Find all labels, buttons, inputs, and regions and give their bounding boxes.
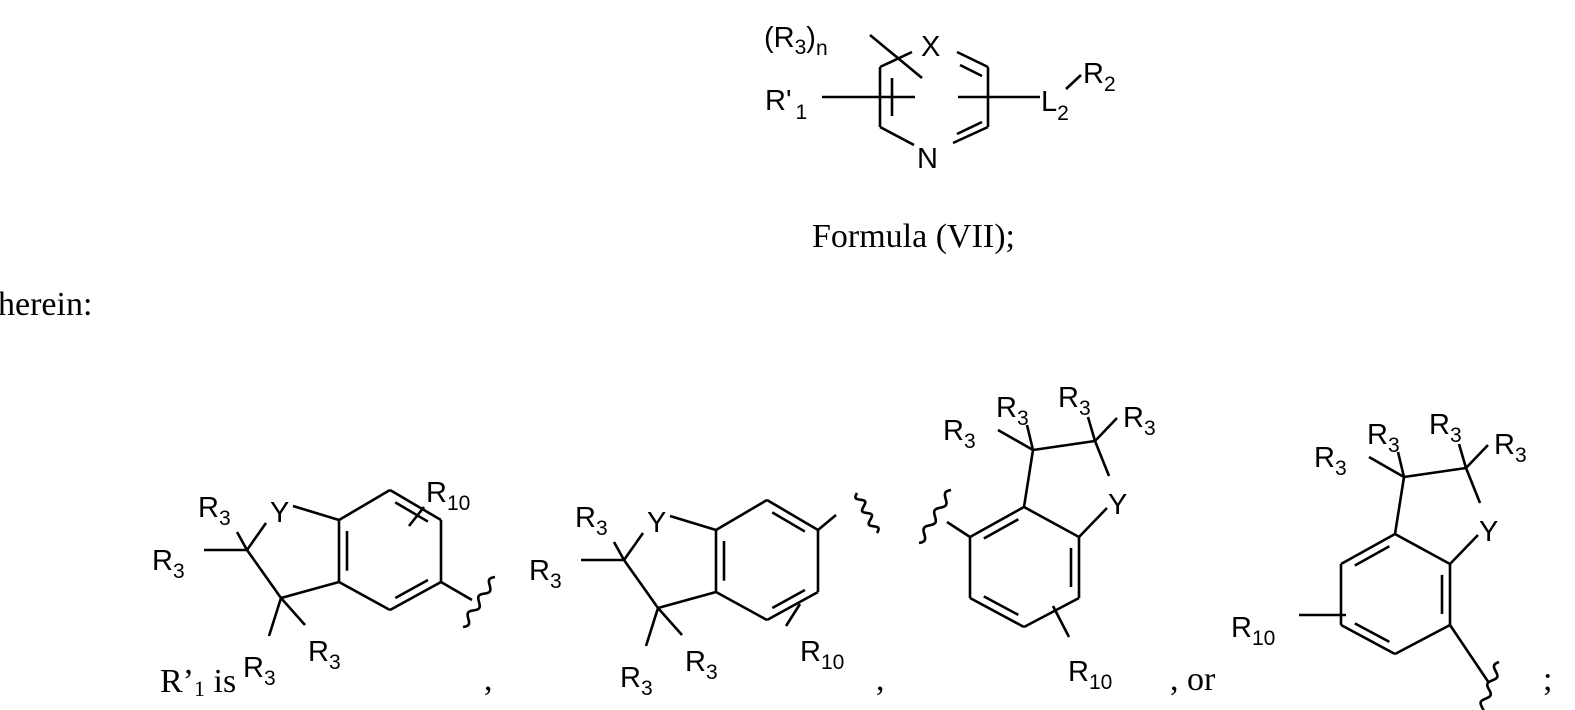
formula-vii-structure: (R3)n X R'1 N L2 R2	[764, 22, 1116, 175]
r-label: R3	[1123, 402, 1156, 440]
formula-caption: Formula (VII);	[812, 218, 1015, 255]
bond-line	[1053, 606, 1069, 637]
wavy-attachment-icon	[919, 490, 951, 543]
r-label: R3	[1367, 419, 1400, 457]
r1-option-structure-1: YR3R3R3R3R10	[152, 477, 495, 690]
y-atom-label: Y	[647, 507, 666, 539]
bond-line	[339, 582, 390, 610]
y-atom-label: Y	[1479, 516, 1498, 548]
bond-line	[1033, 441, 1095, 450]
r-label: R3	[1429, 409, 1462, 447]
bond-line	[1024, 598, 1079, 627]
bond-line	[984, 519, 1019, 538]
bond-line	[247, 550, 281, 598]
bond-line	[1450, 535, 1478, 564]
r1-option-structure-4: YR3R3R3R3R10	[1231, 409, 1527, 710]
wavy-attachment-icon	[855, 493, 878, 533]
r-label: R3	[575, 502, 608, 540]
separator-comma-1: ,	[484, 661, 493, 698]
end-semicolon: ;	[1543, 661, 1552, 698]
r1-option-structure-2: YR3R3R3R3R10	[529, 493, 879, 700]
r-label: R3	[943, 415, 976, 453]
r10-label: R10	[1231, 612, 1275, 650]
bond-line	[1079, 508, 1107, 537]
bond-line	[670, 516, 716, 530]
bond-line	[395, 502, 428, 521]
bond-line	[658, 592, 716, 608]
bond-line	[1355, 546, 1390, 565]
l2-label: L2	[1041, 86, 1069, 125]
wherein-text: herein:	[0, 286, 92, 323]
bond-line	[395, 580, 428, 598]
bond-line	[658, 608, 682, 635]
bond-line	[1466, 445, 1488, 468]
bond-line	[339, 490, 390, 520]
bond-line	[716, 592, 767, 620]
bond-line	[293, 506, 339, 520]
r-label: R3	[198, 492, 231, 530]
bond-line	[269, 598, 281, 636]
bond-line	[1088, 417, 1095, 441]
r-label: R3	[243, 652, 276, 690]
bond-line	[818, 515, 836, 530]
separator-or: , or	[1170, 661, 1216, 698]
bond-line	[1395, 625, 1450, 654]
bond-line	[1450, 625, 1489, 683]
bond-line	[1459, 444, 1466, 468]
r1-is-text: R’1 is	[160, 663, 236, 701]
bond-line	[1024, 450, 1033, 507]
bond-line	[624, 560, 658, 608]
r-label: R3	[152, 545, 185, 583]
bond-line	[1404, 468, 1466, 477]
y-atom-label: Y	[270, 497, 289, 529]
bond-line	[281, 582, 339, 598]
r-label: R3	[308, 636, 341, 674]
bond-line	[1095, 418, 1117, 441]
r1-option-structure-3: YR3R3R3R3R10	[919, 382, 1156, 694]
y-atom-label: Y	[1108, 489, 1127, 521]
bond-line	[237, 532, 247, 550]
wavy-attachment-icon	[463, 577, 495, 627]
r10-label: R10	[800, 636, 844, 674]
bond-line	[614, 542, 624, 560]
bond-line	[1095, 441, 1109, 476]
bond-line	[441, 582, 472, 600]
bond-line	[772, 512, 805, 531]
r-label: R3	[1494, 429, 1527, 467]
r-label: R3	[529, 555, 562, 593]
bond-line	[624, 533, 643, 560]
bond-line	[1395, 534, 1450, 564]
bond-line	[1355, 623, 1390, 642]
bond-line	[1395, 477, 1404, 534]
bond-line	[646, 608, 658, 646]
bond-line	[1466, 468, 1480, 503]
r2-label: R2	[1083, 58, 1116, 96]
bond-line	[716, 500, 767, 530]
x-atom-label: X	[921, 31, 940, 63]
separator-comma-2: ,	[876, 661, 885, 698]
n-atom-label: N	[917, 143, 938, 175]
bond-line	[281, 598, 305, 625]
r3n-label: (R3)n	[764, 22, 828, 60]
r10-label: R10	[1068, 656, 1112, 694]
bond-line	[947, 522, 970, 537]
r-label: R3	[685, 646, 718, 684]
bond-line	[1024, 507, 1079, 537]
r-label: R3	[620, 662, 653, 700]
r-label: R3	[1058, 382, 1091, 420]
r1-prime-label: R'1	[765, 85, 807, 124]
bond-line	[247, 523, 266, 550]
r10-label: R10	[426, 477, 470, 515]
r-label: R3	[1314, 442, 1347, 480]
bond-line	[984, 596, 1019, 615]
wavy-attachment-icon	[1479, 662, 1499, 710]
r-label: R3	[996, 392, 1029, 430]
